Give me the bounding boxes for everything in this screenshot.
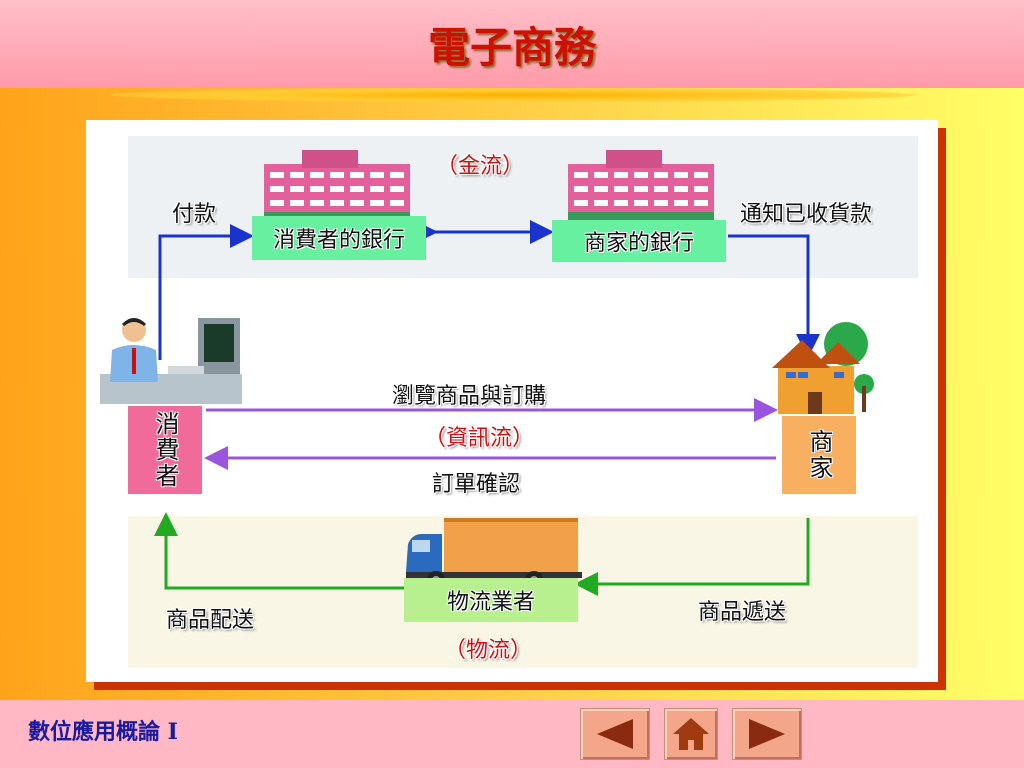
- merchant-bank-box: 商家的銀行: [552, 220, 726, 262]
- browse-order-label: 瀏覽商品與訂購: [392, 384, 547, 409]
- prev-slide-button[interactable]: [580, 708, 650, 760]
- house-icon: [673, 718, 709, 750]
- merchant-house-icon: [772, 322, 874, 414]
- consumer-delivery-arrow: [154, 512, 404, 590]
- merchant-ship-arrow: [574, 518, 810, 596]
- merchant-label: 商家: [805, 429, 833, 481]
- logistics-company-label: 物流業者: [446, 590, 535, 615]
- payment-arrow: [158, 224, 254, 360]
- next-slide-button[interactable]: [732, 708, 802, 760]
- consumer-label: 消費者: [151, 411, 179, 489]
- slide-title: 電子商務: [427, 23, 596, 72]
- triangle-right-icon: [749, 719, 785, 749]
- diagram-frame: （金流） 付款 通知已收貨款 消費者的銀行 商家的銀行 消費者 商家 瀏覽商品與…: [86, 120, 938, 682]
- merchant-box: 商家: [782, 416, 856, 494]
- title-underline: [110, 88, 916, 102]
- info-flow-label: （資訊流）: [424, 426, 535, 451]
- logistics-flow-label: （物流）: [444, 638, 533, 663]
- consumer-bank-building-icon: [264, 150, 410, 224]
- merchant-bank-label: 商家的銀行: [583, 231, 694, 256]
- merchant-bank-building-icon: [568, 150, 714, 224]
- delivery-truck-icon: [406, 518, 582, 589]
- home-button[interactable]: [664, 708, 718, 760]
- notify-payment-label: 通知已收貨款: [740, 202, 873, 227]
- triangle-left-icon: [597, 719, 633, 749]
- consumer-computer-icon: [100, 318, 242, 404]
- consumer-bank-box: 消費者的銀行: [252, 216, 426, 260]
- payment-label: 付款: [172, 202, 217, 227]
- consumer-bank-label: 消費者的銀行: [272, 228, 405, 253]
- consumer-box: 消費者: [128, 406, 202, 494]
- title-bar: [0, 0, 1024, 88]
- delivery-to-consumer-label: 商品配送: [166, 608, 255, 633]
- course-title: 數位應用概論 Ⅰ: [28, 719, 178, 745]
- delivery-from-merchant-label: 商品遞送: [698, 600, 787, 625]
- footer-bar: [0, 700, 1024, 768]
- logistics-company-box: 物流業者: [404, 578, 578, 622]
- flow-arrows: [100, 150, 874, 596]
- order-confirm-label: 訂單確認: [432, 472, 521, 497]
- notify-arrow: [728, 234, 820, 358]
- money-flow-label: （金流）: [436, 154, 525, 179]
